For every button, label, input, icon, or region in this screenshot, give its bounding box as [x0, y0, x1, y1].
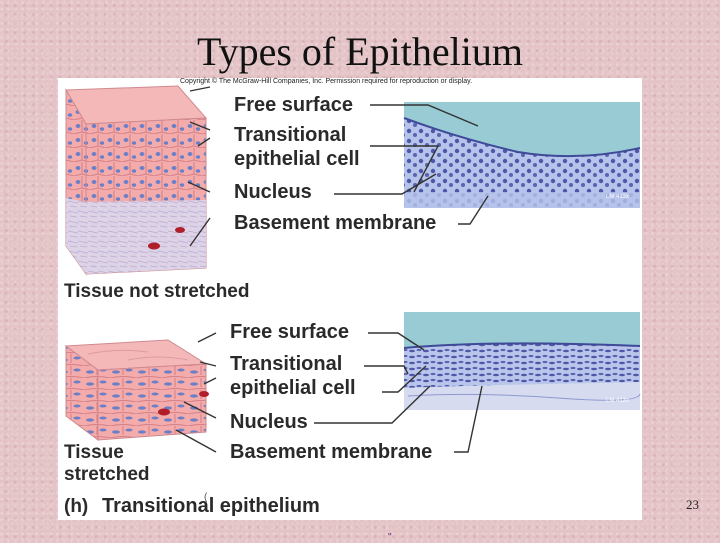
panel-letter: (h) — [64, 496, 89, 517]
diagram-graphics — [64, 85, 641, 453]
leader-lines-top — [187, 86, 489, 247]
label-basement-membrane-top: Basement membrane — [234, 212, 437, 234]
footer-mark: " — [388, 532, 392, 543]
slide-title: Types of Epithelium — [196, 29, 524, 74]
label-transitional-bottom-1: Transitional — [230, 353, 343, 375]
label-free-surface-top: Free surface — [234, 94, 353, 116]
label-transitional-top-1: Transitional — [234, 124, 347, 146]
micrograph-not-stretched — [403, 102, 641, 208]
leader-lines-bottom — [175, 332, 483, 453]
copyright-notice: Copyright © The McGraw-Hill Companies, I… — [180, 78, 473, 85]
block-stretched — [64, 339, 209, 441]
label-transitional-bottom-2: epithelial cell — [230, 377, 356, 399]
label-basement-membrane-bottom: Basement membrane — [230, 441, 433, 463]
figure-panel: Copyright © The McGraw-Hill Companies, I… — [58, 78, 642, 520]
label-transitional-top-2: epithelial cell — [234, 148, 360, 170]
caption-tissue-stretched-2: stretched — [64, 464, 150, 485]
label-nucleus-bottom: Nucleus — [230, 411, 308, 433]
micrograph-magnification-top: LM 413x — [606, 194, 630, 200]
panel-title: Transitional epithelium — [102, 495, 320, 517]
label-nucleus-top: Nucleus — [234, 181, 312, 203]
slide-number: 23 — [686, 497, 699, 512]
stray-mark: ( — [204, 492, 208, 503]
block-not-stretched — [65, 85, 208, 276]
caption-tissue-not-stretched: Tissue not stretched — [64, 281, 250, 302]
caption-tissue-stretched-1: Tissue — [64, 442, 124, 463]
micrograph-stretched — [403, 312, 641, 410]
label-free-surface-bottom: Free surface — [230, 321, 349, 343]
micrograph-magnification-bottom: LM 413x — [606, 398, 630, 404]
